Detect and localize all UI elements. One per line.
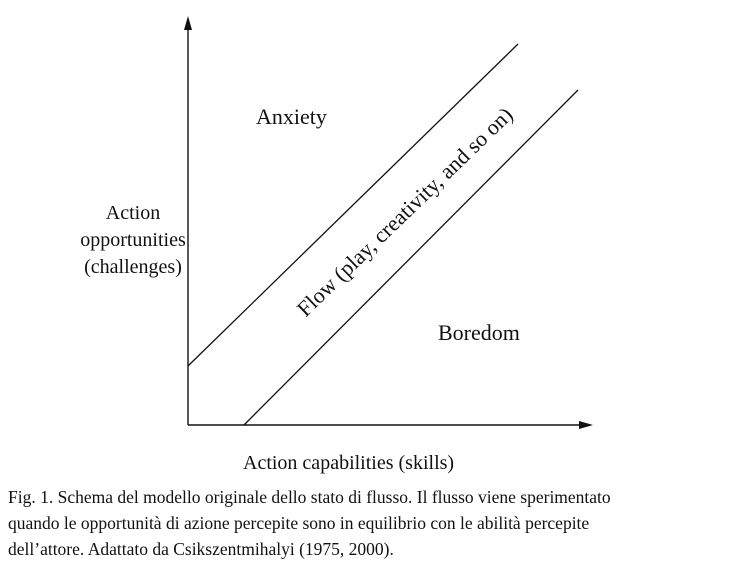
caption-line: dell’attore. Adattato da Csikszentmihaly… bbox=[8, 539, 394, 559]
boredom-label: Boredom bbox=[438, 320, 520, 345]
flow-upper-boundary bbox=[187, 43, 519, 367]
y-axis-label-line: (challenges) bbox=[84, 256, 182, 278]
y-axis-arrow-icon bbox=[184, 16, 192, 30]
flow-lower-boundary bbox=[243, 89, 579, 426]
y-axis-label-line: opportunities bbox=[80, 229, 186, 251]
anxiety-label: Anxiety bbox=[256, 104, 327, 129]
figure-caption: Fig. 1. Schema del modello originale del… bbox=[8, 484, 611, 562]
y-axis-label-line: Action bbox=[105, 202, 161, 224]
x-axis-label: Action capabilities (skills) bbox=[243, 452, 455, 474]
caption-line: quando le opportunità di azione percepit… bbox=[8, 513, 590, 533]
y-axis-label: Action opportunities (challenges) bbox=[68, 200, 198, 281]
x-axis-arrow-icon bbox=[579, 421, 593, 429]
caption-line: Fig. 1. Schema del modello originale del… bbox=[8, 487, 611, 507]
